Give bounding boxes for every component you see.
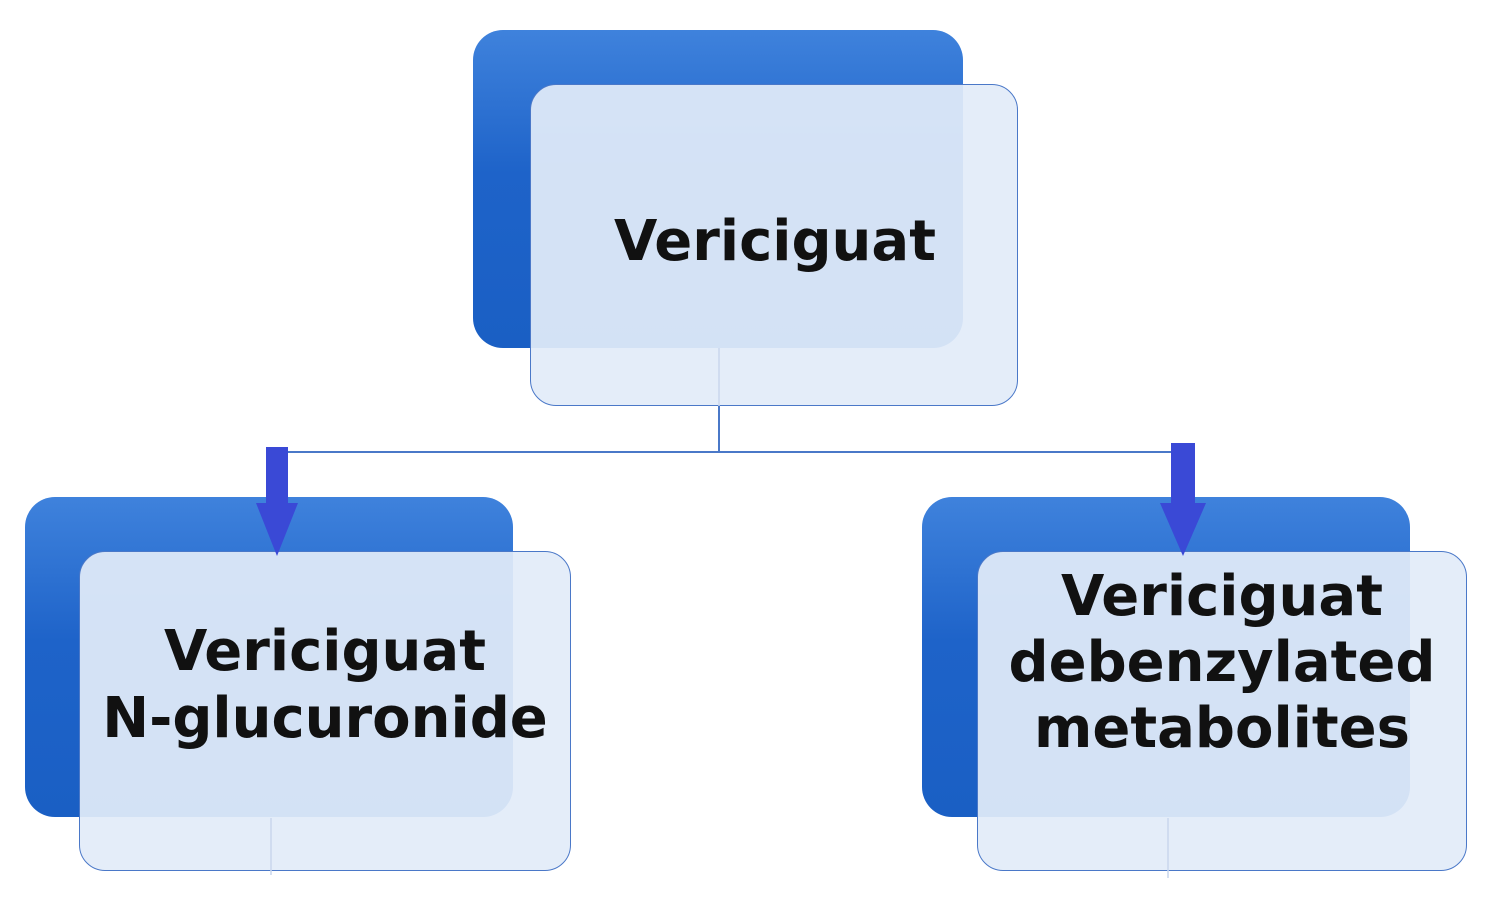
right-node-card xyxy=(977,551,1467,871)
root-node-label: Vericiguat xyxy=(570,208,980,275)
right-node-line3: metabolites xyxy=(1034,696,1410,762)
left-node-line1: Vericiguat xyxy=(164,619,486,684)
left-node-line2: N-glucuronide xyxy=(102,686,548,752)
left-node-label: Vericiguat N-glucuronide xyxy=(90,618,560,752)
right-node-line2: debenzylated xyxy=(1008,630,1436,696)
right-node-label: Vericiguat debenzylated metabolites xyxy=(985,564,1459,762)
root-node-card xyxy=(530,84,1018,406)
right-node-line1: Vericiguat xyxy=(1061,564,1383,629)
left-node-card xyxy=(79,551,571,871)
root-node-text: Vericiguat xyxy=(614,209,936,274)
